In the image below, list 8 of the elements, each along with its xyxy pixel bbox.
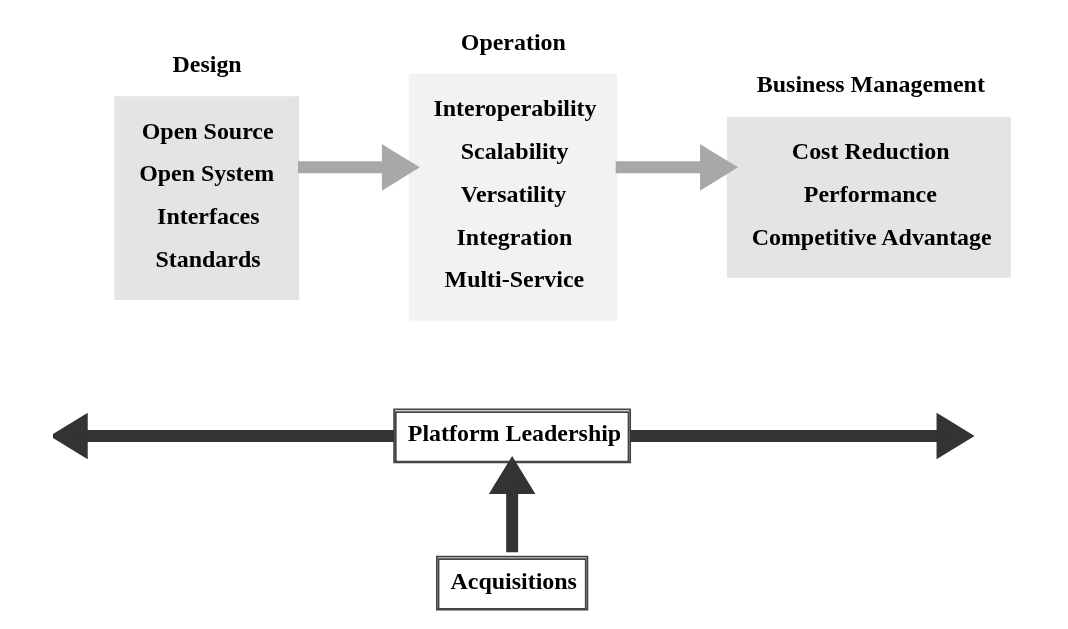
node-label: Operation	[460, 28, 566, 55]
arrow	[297, 144, 420, 191]
arrow	[488, 455, 535, 553]
node-label: Business Management	[756, 71, 985, 98]
node-label: Design	[172, 50, 242, 77]
arrow	[615, 144, 738, 191]
arrow	[629, 412, 975, 460]
arrow	[52, 412, 394, 460]
